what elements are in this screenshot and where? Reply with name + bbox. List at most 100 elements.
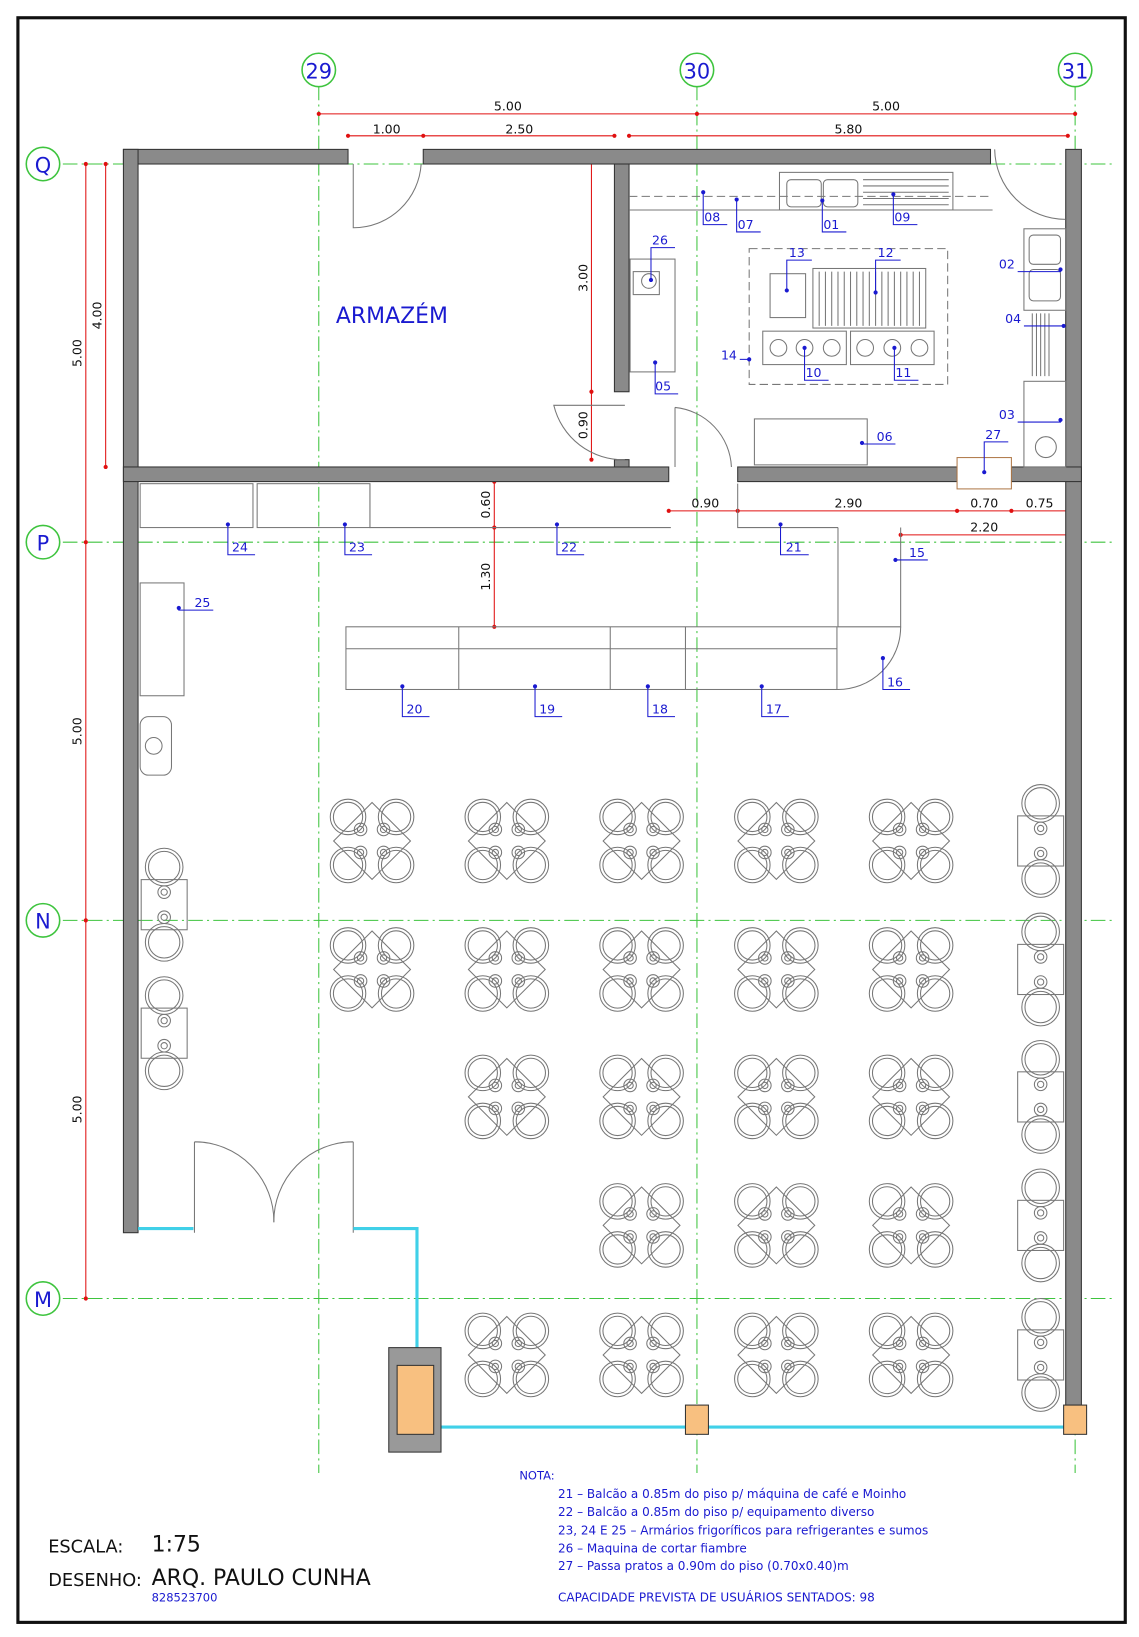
chair [1021,1039,1060,1079]
svg-text:30: 30 [684,59,711,83]
equipment-label-21: 21 [778,522,809,556]
svg-text:07: 07 [738,217,754,232]
chair [782,927,819,964]
equipment-label-11: 11 [892,345,919,381]
chair [868,927,906,964]
dim-kitchen-door: 0.90 [691,496,719,511]
scale-label: ESCALA: [48,1537,123,1557]
svg-text:N: N [35,910,51,934]
chair [1021,784,1060,823]
chair [512,798,550,836]
svg-text:03: 03 [999,407,1015,422]
svg-text:P: P [37,532,50,556]
chair [734,975,771,1012]
equipment-label-25: 25 [176,595,214,611]
capacity-note: CAPACIDADE PREVISTA DE USUÁRIOS SENTADOS… [558,1589,875,1604]
chair [599,798,636,836]
glazing [138,1226,1068,1429]
svg-text:14: 14 [721,347,737,362]
equipment-label-04: 04 [1005,311,1066,329]
svg-text:10: 10 [806,365,822,380]
equipment-label-03: 03 [999,407,1063,423]
chair [512,927,550,964]
chair [916,1183,954,1220]
chair [329,975,367,1012]
chair [647,1054,684,1092]
chair [1021,987,1060,1027]
chair [377,798,415,836]
svg-text:12: 12 [878,245,894,260]
chair [647,1102,684,1140]
scale-value: 1:75 [152,1532,201,1557]
table-4-seats [599,1054,684,1140]
dining-tables [140,784,1065,1412]
chair [1021,912,1060,952]
chair [1021,1373,1060,1412]
table-4-seats [734,927,819,1012]
chair [782,975,819,1012]
dim-q-p: 5.00 [70,339,85,367]
column [1063,1404,1088,1435]
svg-text:Q: Q [35,153,51,177]
svg-text:20: 20 [407,702,423,717]
svg-text:29: 29 [305,59,332,83]
chair [144,922,184,962]
svg-text:08: 08 [704,209,720,224]
chair [782,1183,819,1220]
svg-text:31: 31 [1062,59,1089,83]
equipment-label-26: 26 [648,232,676,283]
dim-counter-gap: 1.30 [478,563,493,591]
chair [734,1231,771,1268]
chair [782,1312,819,1350]
table-4-seats [734,798,819,884]
chair [782,1054,819,1092]
chair [868,798,906,836]
svg-text:18: 18 [652,702,668,717]
svg-text:09: 09 [894,209,910,224]
grid-bubble-30: 30 [679,52,715,88]
equipment-label-27: 27 [982,427,1009,475]
chair [464,1102,502,1140]
chair [1021,1115,1060,1154]
chair [512,846,550,884]
chair [647,1231,684,1268]
chair [916,846,954,884]
svg-text:11: 11 [895,365,911,380]
dim-counter-depth: 0.60 [478,491,493,519]
table-4-seats [464,1312,550,1398]
chair [599,1312,636,1350]
equipment-label-19: 19 [532,684,563,718]
chair [916,1102,954,1140]
note-line: 23, 24 E 25 – Armários frigoríficos para… [558,1524,928,1538]
table-2-seats [140,976,188,1091]
table-4-seats [868,1054,954,1140]
chair [647,975,684,1012]
svg-text:06: 06 [877,429,893,444]
chair [734,1183,771,1220]
dim-29-30: 5.00 [494,99,522,114]
equipment-label-24: 24 [225,522,256,556]
chair [144,847,184,887]
chair [868,1054,906,1092]
table-4-seats [599,798,684,884]
chair [512,1360,550,1398]
chair [329,798,367,836]
chair [464,1054,502,1092]
chair [734,927,771,964]
table-4-seats [464,927,550,1012]
grid-bubble-n: N [25,902,61,938]
chair [782,798,819,836]
svg-text:13: 13 [789,245,805,260]
chair [916,1360,954,1398]
chair [329,927,367,964]
equipment-label-09: 09 [891,192,918,226]
chair [734,1312,771,1350]
equipment-label-16: 16 [880,656,911,691]
svg-text:25: 25 [194,595,210,610]
chair [734,846,771,884]
svg-text:02: 02 [999,256,1015,271]
chair [464,927,502,964]
chair [868,975,906,1012]
chair [377,975,415,1012]
chair [599,1231,636,1268]
